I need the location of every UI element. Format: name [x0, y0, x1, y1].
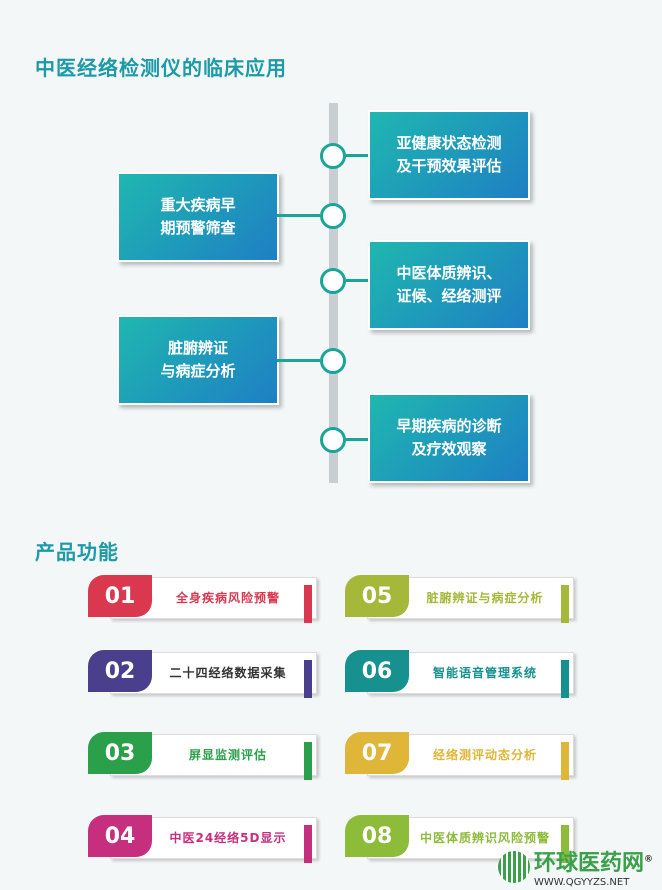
application-label: 与病症分析	[160, 362, 236, 380]
timeline-node	[320, 427, 346, 453]
application-label: 早期疾病的诊断	[396, 417, 502, 435]
timeline-node	[320, 268, 346, 294]
application-label: 脏腑辨证	[167, 339, 228, 357]
feature-item: 01 全身疾病风险预警	[88, 575, 317, 623]
feature-accent-bar	[561, 825, 569, 863]
application-label: 证候、经络测评	[396, 287, 502, 305]
connector-line	[277, 359, 320, 362]
connector-line	[346, 154, 368, 157]
feature-label: 脏腑辨证与病症分析	[426, 590, 544, 605]
logo-name: 环球医药网	[534, 851, 645, 876]
feature-accent-bar	[561, 660, 569, 698]
feature-label: 屏显监测评估	[188, 747, 267, 762]
timeline-node	[320, 348, 346, 374]
application-label: 亚健康状态检测	[396, 134, 502, 152]
section-title-features: 产品功能	[35, 540, 119, 564]
application-label: 及干预效果评估	[396, 157, 502, 175]
application-label: 重大疾病早	[160, 196, 236, 214]
feature-label: 二十四经络数据采集	[169, 665, 287, 680]
feature-number: 01	[88, 575, 152, 617]
feature-number: 06	[345, 650, 409, 692]
feature-number: 08	[345, 815, 409, 857]
application-box: 重大疾病早期预警筛查	[117, 172, 279, 262]
feature-accent-bar	[304, 742, 312, 780]
feature-item: 03 屏显监测评估	[88, 732, 317, 780]
application-label: 期预警筛查	[160, 219, 236, 237]
application-box: 早期疾病的诊断及疗效观察	[368, 393, 530, 483]
feature-label: 全身疾病风险预警	[175, 590, 280, 605]
connector-line	[346, 438, 368, 441]
feature-label: 中医体质辨识风险预警	[419, 830, 550, 845]
application-label: 中医体质辨识、	[396, 264, 502, 282]
feature-accent-bar	[561, 585, 569, 623]
feature-label: 经络测评动态分析	[432, 747, 537, 762]
timeline-node	[320, 203, 346, 229]
feature-accent-bar	[304, 660, 312, 698]
application-box: 中医体质辨识、证候、经络测评	[368, 240, 530, 330]
feature-number: 02	[88, 650, 152, 692]
watermark-logo: 环球医药网® WWW.QGYYZS.NET	[498, 845, 653, 888]
feature-item: 04 中医24经络5D显示	[88, 815, 317, 863]
feature-accent-bar	[561, 742, 569, 780]
application-label: 及疗效观察	[411, 440, 487, 458]
feature-item: 08 中医体质辨识风险预警	[345, 815, 574, 863]
feature-number: 03	[88, 732, 152, 774]
connector-line	[346, 279, 368, 282]
feature-item: 02 二十四经络数据采集	[88, 650, 317, 698]
feature-number: 04	[88, 815, 152, 857]
feature-number: 05	[345, 575, 409, 617]
feature-item: 07 经络测评动态分析	[345, 732, 574, 780]
logo-url: WWW.QGYYZS.NET	[534, 877, 630, 888]
feature-number: 07	[345, 732, 409, 774]
application-box: 亚健康状态检测及干预效果评估	[368, 110, 530, 200]
feature-item: 06 智能语音管理系统	[345, 650, 574, 698]
registered-mark: ®	[644, 854, 654, 865]
timeline-node	[320, 143, 346, 169]
feature-accent-bar	[304, 825, 312, 863]
feature-label: 中医24经络5D显示	[169, 830, 287, 845]
application-box: 脏腑辨证与病症分析	[117, 315, 279, 405]
feature-item: 05 脏腑辨证与病症分析	[345, 575, 574, 623]
feature-label: 智能语音管理系统	[432, 665, 537, 680]
feature-accent-bar	[304, 585, 312, 623]
connector-line	[277, 214, 320, 217]
section-title-clinical: 中医经络检测仪的临床应用	[35, 56, 287, 80]
globe-icon	[498, 850, 530, 883]
